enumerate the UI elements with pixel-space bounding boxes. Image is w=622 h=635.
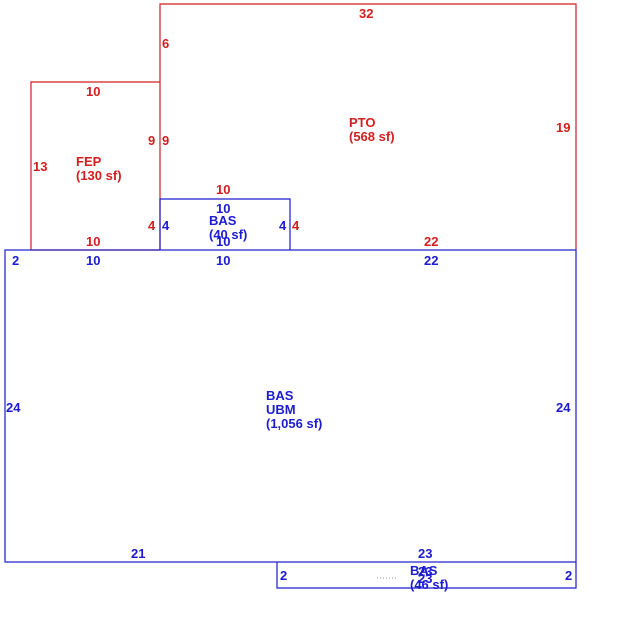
bas-main-top-right-dim: 22 [424,253,438,268]
fep-code: FEP [76,154,102,169]
pto-area: (568 sf) [349,129,395,144]
bas-main-left-top-dim: 2 [12,253,19,268]
bas-main-code: BAS [266,388,294,403]
bas-main-left-dim: 24 [6,400,21,415]
fep-area: (130 sf) [76,168,122,183]
bas-bottom-code: BAS [410,563,438,578]
bas-bottom-outline [276,562,577,589]
bas-main-right-dim: 24 [556,400,571,415]
pto-code: PTO [349,115,376,130]
bas-main-area: (1,056 sf) [266,416,322,431]
bas-main-bottom-left-dim: 21 [131,546,145,561]
pto-left-dim: 6 [162,36,169,51]
bas-main-top-left-dim: 10 [86,253,100,268]
bas-small-area: (40 sf) [209,227,247,242]
bas-small-code: BAS [209,213,237,228]
bas-main-top-mid-dim: 10 [216,253,230,268]
bas-bottom-top-dim: 23 [418,564,432,579]
bas-small-right-outer-dim: 4 [292,218,300,233]
pto-right-dim: 19 [556,120,570,135]
fep-right-dim: 9 [148,133,155,148]
pto-outline [159,3,577,250]
pto-top-dim: 32 [359,6,373,21]
bas-small-left-inner-dim: 4 [162,218,170,233]
fep-bottom-dim: 10 [86,234,100,249]
bas-bottom-area: (46 sf) [410,577,448,592]
pto-left-lower-dim: 9 [162,133,169,148]
bas-small-outline [159,198,291,250]
bas-small-right-inner-dim: 4 [279,218,287,233]
bas-small-top-inner-dim: 10 [216,201,230,216]
bas-bottom-left-dim: 2 [280,568,287,583]
bas-main-outline [4,249,577,563]
bas-bottom-right-dim: 2 [565,568,572,583]
bas-bottom-bottom-dim: 23 [418,571,432,586]
bas-small-left-outer-dim: 4 [148,218,156,233]
bas-main-bottom-right-dim: 23 [418,546,432,561]
bas-small-bottom-inner-dim: 10 [216,234,230,249]
pto-bottom-dim: 22 [424,234,438,249]
bas-main-code2: UBM [266,402,296,417]
bas-small-top-outer-dim: 10 [216,182,230,197]
fep-top-dim: 10 [86,84,100,99]
fep-left-dim: 13 [33,159,47,174]
